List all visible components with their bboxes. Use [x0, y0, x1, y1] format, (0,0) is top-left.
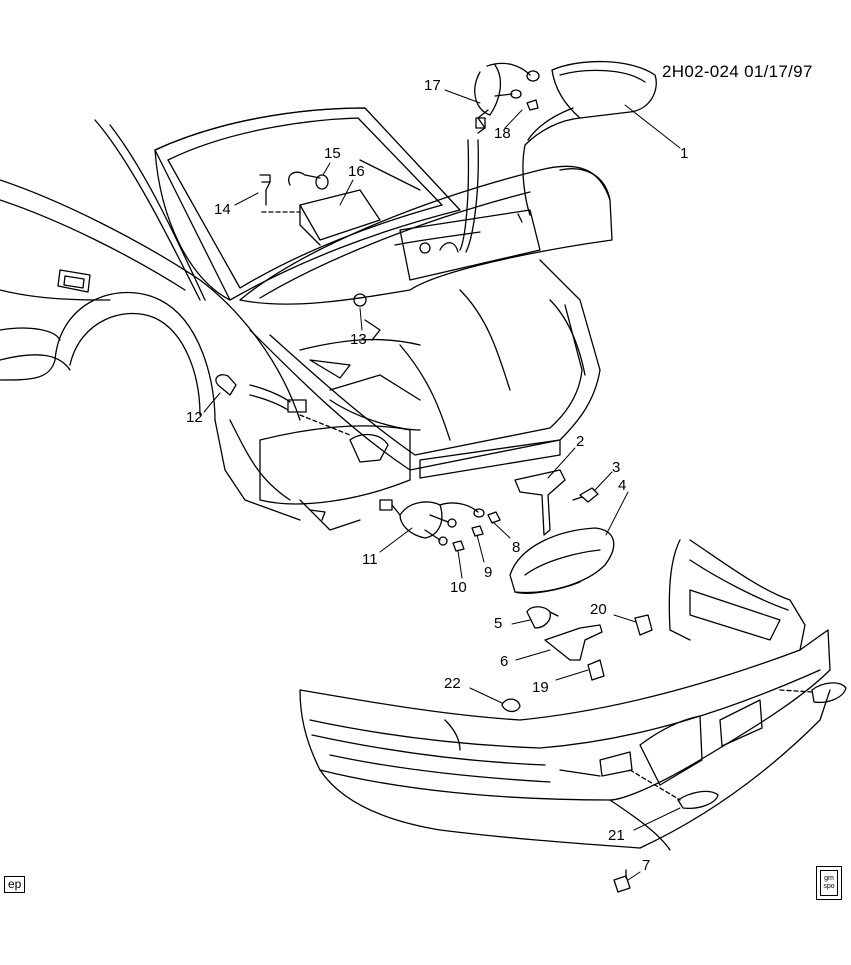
- gm-spo-logo-text: gm spo: [820, 870, 838, 896]
- callout-14: 14: [214, 201, 231, 218]
- callout-1: 1: [680, 145, 689, 162]
- cargo-lamp-assembly: [259, 171, 381, 246]
- high-mount-lamp: [522, 60, 657, 216]
- lamp-bracket: [514, 469, 599, 536]
- car-body: [0, 119, 301, 521]
- side-reflectors: [629, 682, 847, 809]
- tail-lamp: [509, 527, 615, 594]
- callout-19: 19: [532, 679, 549, 696]
- callout-7: 7: [642, 857, 651, 874]
- side-marker-socket: [215, 293, 367, 436]
- callout-2: 2: [576, 433, 585, 450]
- lower-harness: [379, 499, 501, 552]
- bumper-fascia: [299, 539, 831, 851]
- callout-22: 22: [444, 675, 461, 692]
- trunk-interior: [249, 259, 601, 471]
- leader-lines: [203, 89, 681, 881]
- callout-6: 6: [500, 653, 509, 670]
- callout-17: 17: [424, 77, 441, 94]
- small-hardware: [501, 606, 653, 893]
- callout-10: 10: [450, 579, 467, 596]
- diagram-code: 2H02-024 01/17/97: [662, 62, 813, 81]
- upper-harness: [459, 62, 540, 253]
- callout-3: 3: [612, 459, 621, 476]
- callout-20: 20: [590, 601, 607, 618]
- callout-12: 12: [186, 409, 203, 426]
- trunk-lid: [239, 165, 613, 305]
- gm-spo-logo: gm spo: [816, 866, 842, 900]
- callout-18: 18: [494, 125, 511, 142]
- callout-5: 5: [494, 615, 503, 632]
- corner-tag: ep: [4, 876, 26, 894]
- rear-panel: [259, 425, 561, 531]
- callout-4: 4: [618, 477, 627, 494]
- callout-15: 15: [324, 145, 341, 162]
- callout-21: 21: [608, 827, 625, 844]
- callout-16: 16: [348, 163, 365, 180]
- callout-8: 8: [512, 539, 521, 556]
- rear-window: [154, 107, 461, 301]
- callout-11: 11: [362, 551, 378, 568]
- callout-9: 9: [484, 564, 493, 581]
- callout-13: 13: [350, 331, 367, 348]
